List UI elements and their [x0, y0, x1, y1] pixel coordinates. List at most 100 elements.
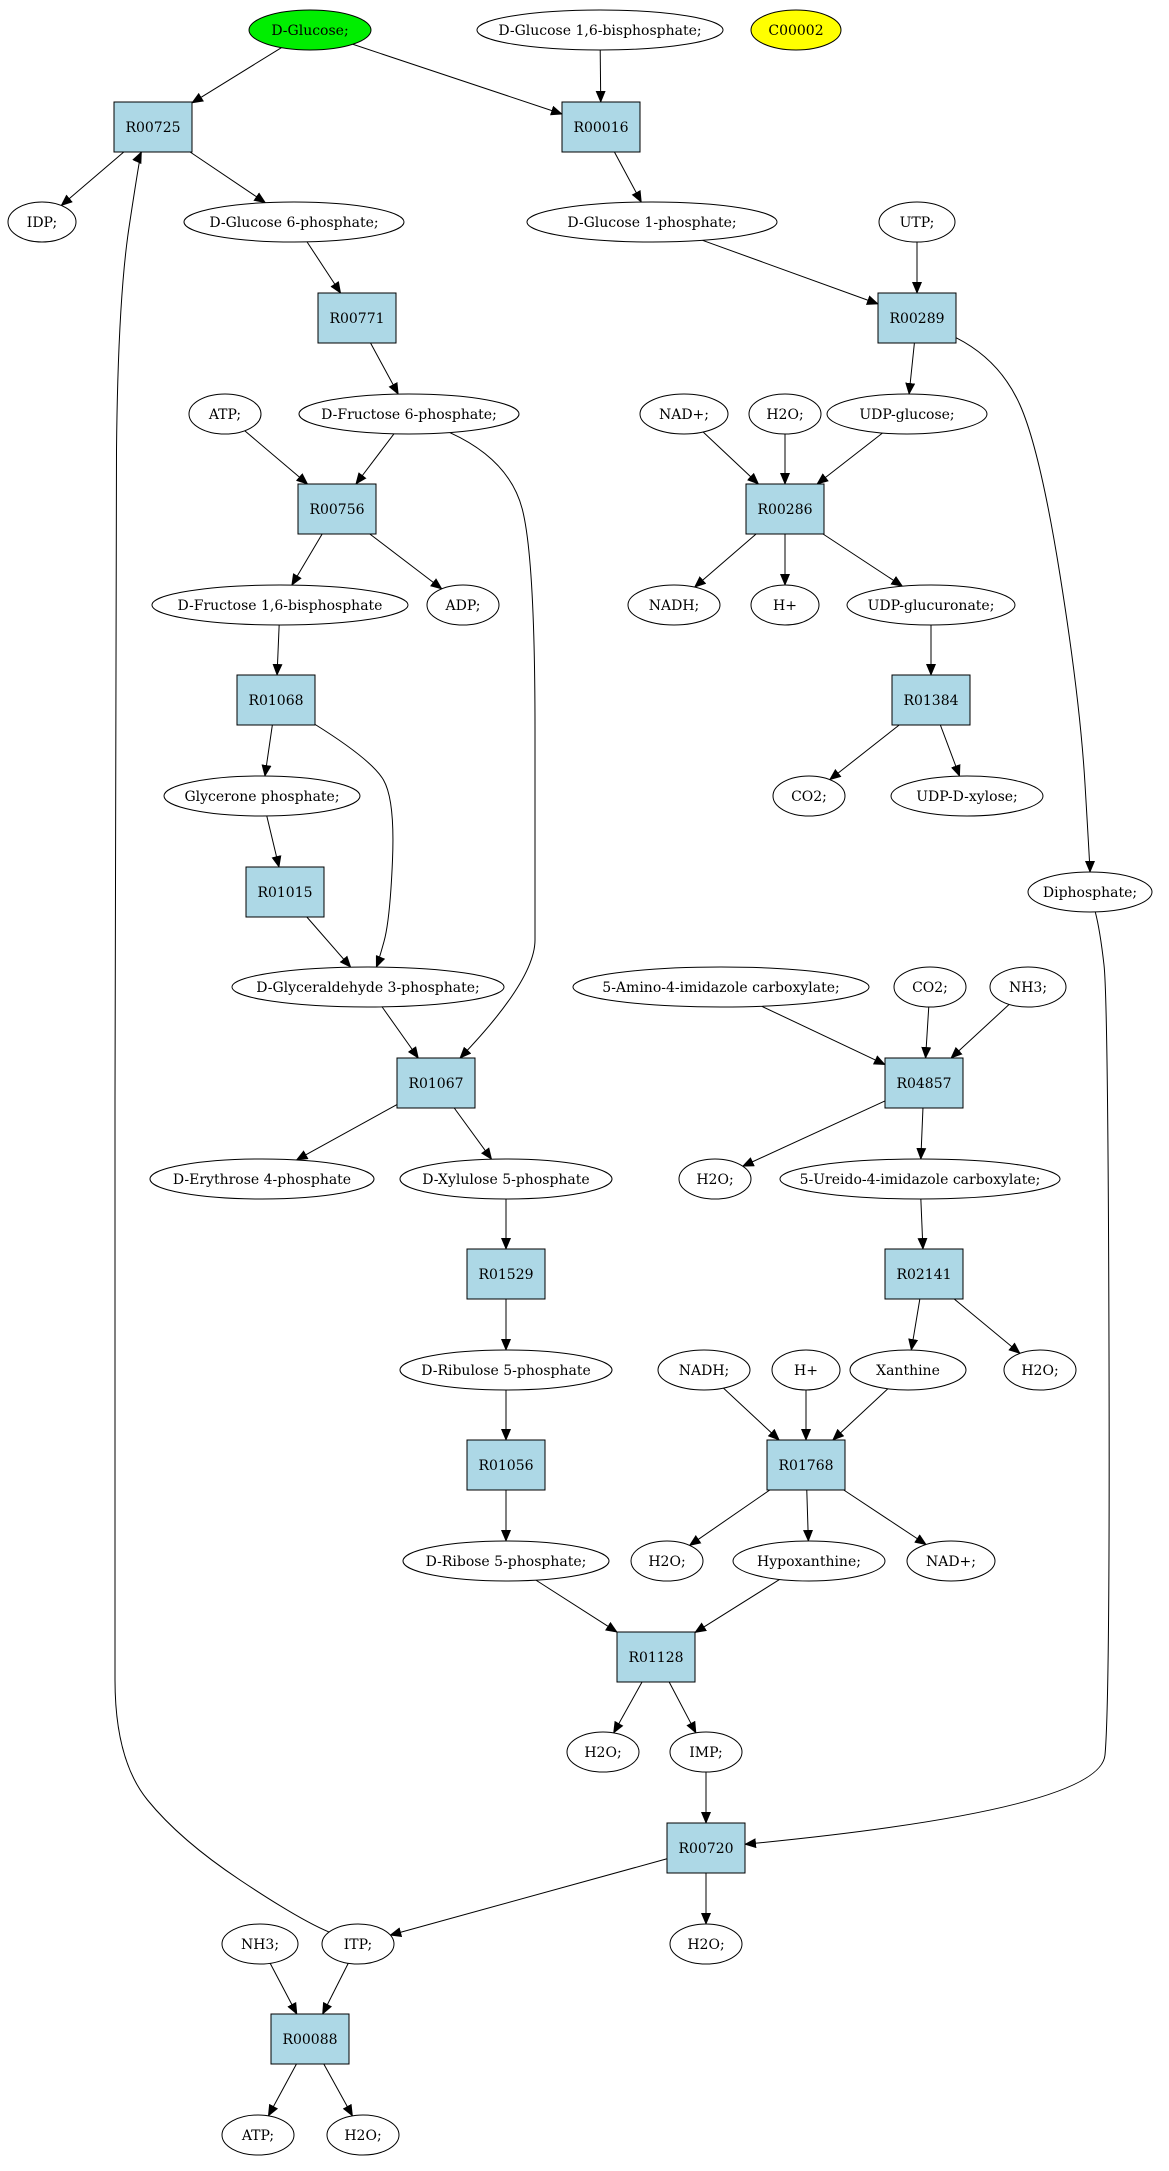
reaction-node-r04857[interactable]: R04857: [884, 1057, 964, 1109]
compound-node-nadp2[interactable]: NAD+;: [906, 1540, 996, 1582]
compound-node-udpglc[interactable]: UDP-glucose;: [826, 393, 988, 435]
node-label: ITP;: [344, 1937, 373, 1953]
compound-ellipse: [630, 1540, 704, 1582]
compound-node-h2o_g[interactable]: H2O;: [326, 2114, 400, 2156]
compound-node-h2o_f[interactable]: H2O;: [669, 1923, 743, 1965]
compound-node-uic[interactable]: 5-Ureido-4-imidazole carboxylate;: [779, 1158, 1061, 1200]
compound-node-glycp[interactable]: Glycerone phosphate;: [163, 775, 361, 817]
compound-node-co2b[interactable]: CO2;: [893, 966, 967, 1008]
compound-node-nadp1[interactable]: NAD+;: [639, 393, 729, 435]
edge-r02141-to-xan: [908, 1298, 921, 1352]
compound-ellipse: [732, 1540, 886, 1582]
compound-node-dru5p[interactable]: D-Ribulose 5-phosphate: [399, 1349, 613, 1391]
compound-node-hplus1[interactable]: H+: [750, 584, 820, 626]
compound-node-h2o_c[interactable]: H2O;: [1003, 1349, 1077, 1391]
compound-node-dg16bp[interactable]: D-Glucose 1,6-bisphosphate;: [476, 9, 724, 51]
node-label: D-Ribulose 5-phosphate: [421, 1363, 591, 1379]
compound-node-df6p[interactable]: D-Fructose 6-phosphate;: [298, 393, 520, 435]
compound-ellipse: [572, 966, 870, 1008]
edge-nh3a-to-r04857: [950, 1004, 1010, 1059]
node-label: R01529: [478, 1267, 533, 1283]
edge-r00756-to-adp: [369, 533, 443, 590]
edge-co2b-to-r04857: [921, 1006, 932, 1059]
reaction-node-r02141[interactable]: R02141: [884, 1248, 964, 1300]
edge-r01068-to-glycp: [261, 724, 273, 777]
compound-node-atp1[interactable]: ATP;: [188, 393, 262, 435]
compound-node-nh3b[interactable]: NH3;: [221, 1923, 299, 1965]
node-label: H+: [794, 1363, 818, 1379]
node-label: NAD+;: [926, 1554, 976, 1570]
compound-node-idp[interactable]: IDP;: [7, 201, 77, 243]
node-label: D-Glucose;: [271, 23, 348, 39]
compound-node-dr5p[interactable]: D-Ribose 5-phosphate;: [402, 1540, 610, 1582]
compound-ellipse: [657, 1349, 751, 1391]
compound-node-nadh1[interactable]: NADH;: [627, 584, 721, 626]
edge-r04857-to-h2o_b: [741, 1100, 886, 1167]
compound-node-dg1p[interactable]: D-Glucose 1-phosphate;: [526, 201, 778, 243]
node-label: D-Fructose 1,6-bisphosphate: [178, 598, 383, 614]
node-label: ATP;: [241, 2128, 274, 2144]
compound-node-itp[interactable]: ITP;: [321, 1923, 395, 1965]
reaction-node-r00725[interactable]: R00725: [113, 101, 193, 153]
compound-node-nadh2[interactable]: NADH;: [657, 1349, 751, 1391]
reaction-node-r00016[interactable]: R00016: [561, 101, 641, 153]
compound-node-de4p[interactable]: D-Erythrose 4-phosphate: [149, 1158, 375, 1200]
reaction-node-r00088[interactable]: R00088: [270, 2013, 350, 2065]
compound-node-udpglcn[interactable]: UDP-glucuronate;: [846, 584, 1016, 626]
compound-node-hypx[interactable]: Hypoxanthine;: [732, 1540, 886, 1582]
reaction-node-r01067[interactable]: R01067: [396, 1057, 476, 1109]
compound-node-h2o_d[interactable]: H2O;: [630, 1540, 704, 1582]
compound-node-dg6p[interactable]: D-Glucose 6-phosphate;: [183, 201, 405, 243]
reaction-node-r01768[interactable]: R01768: [766, 1439, 846, 1491]
compound-node-co2a[interactable]: CO2;: [772, 775, 846, 817]
compound-node-utp[interactable]: UTP;: [878, 201, 956, 243]
node-label: NADH;: [649, 598, 700, 614]
node-label: H2O;: [687, 1937, 724, 1953]
reaction-node-r01015[interactable]: R01015: [245, 866, 325, 918]
edge-r00289-to-udpglc: [905, 342, 916, 396]
compound-node-adp[interactable]: ADP;: [426, 584, 500, 626]
compound-node-nh3a[interactable]: NH3;: [989, 966, 1067, 1008]
node-label: NADH;: [679, 1363, 730, 1379]
reaction-node-r01056[interactable]: R01056: [466, 1439, 546, 1491]
compound-node-udpxyl[interactable]: UDP-D-xylose;: [890, 775, 1044, 817]
compound-node-dgap[interactable]: D-Glyceraldehyde 3-phosphate;: [231, 966, 505, 1008]
compound-node-diphos[interactable]: Diphosphate;: [1027, 871, 1153, 913]
compound-node-atp2[interactable]: ATP;: [221, 2114, 295, 2156]
compound-ellipse: [826, 393, 988, 435]
edge-r00725-to-dg6p: [189, 151, 267, 204]
node-label: R01015: [257, 885, 312, 901]
reaction-node-r01068[interactable]: R01068: [236, 674, 316, 726]
reaction-box: [745, 483, 825, 535]
compound-node-h2o_e[interactable]: H2O;: [566, 1731, 640, 1773]
compound-ellipse: [750, 584, 820, 626]
compound-node-c00002[interactable]: C00002: [750, 9, 842, 51]
reaction-box: [466, 1248, 546, 1300]
compound-node-aic[interactable]: 5-Amino-4-imidazole carboxylate;: [572, 966, 870, 1008]
reaction-node-r00720[interactable]: R00720: [666, 1822, 746, 1874]
compound-ellipse: [846, 584, 1016, 626]
reaction-node-r00289[interactable]: R00289: [877, 292, 957, 344]
compound-node-df16bp[interactable]: D-Fructose 1,6-bisphosphate: [151, 584, 409, 626]
reaction-node-r00756[interactable]: R00756: [297, 483, 377, 535]
compound-node-h2o_top[interactable]: H2O;: [748, 393, 822, 435]
compound-ellipse: [893, 966, 967, 1008]
compound-node-dglucose[interactable]: D-Glucose;: [248, 9, 372, 51]
node-label: NH3;: [241, 1937, 279, 1953]
compound-node-hplus2[interactable]: H+: [771, 1349, 841, 1391]
compound-node-xan[interactable]: Xanthine: [849, 1349, 967, 1391]
edge-r02141-to-h2o_c: [953, 1298, 1021, 1355]
compound-ellipse: [989, 966, 1067, 1008]
reaction-node-r00771[interactable]: R00771: [317, 292, 397, 344]
reaction-node-r00286[interactable]: R00286: [745, 483, 825, 535]
edge-atp1-to-r00756: [244, 430, 309, 485]
node-label: UTP;: [900, 215, 935, 231]
reaction-node-r01128[interactable]: R01128: [616, 1631, 696, 1683]
compound-node-dx5p[interactable]: D-Xylulose 5-phosphate: [399, 1158, 613, 1200]
reaction-node-r01529[interactable]: R01529: [466, 1248, 546, 1300]
edge-r00016-to-dg1p: [613, 151, 642, 203]
reaction-node-r01384[interactable]: R01384: [891, 674, 971, 726]
compound-node-imp[interactable]: IMP;: [669, 1731, 743, 1773]
compound-node-h2o_b[interactable]: H2O;: [678, 1158, 752, 1200]
